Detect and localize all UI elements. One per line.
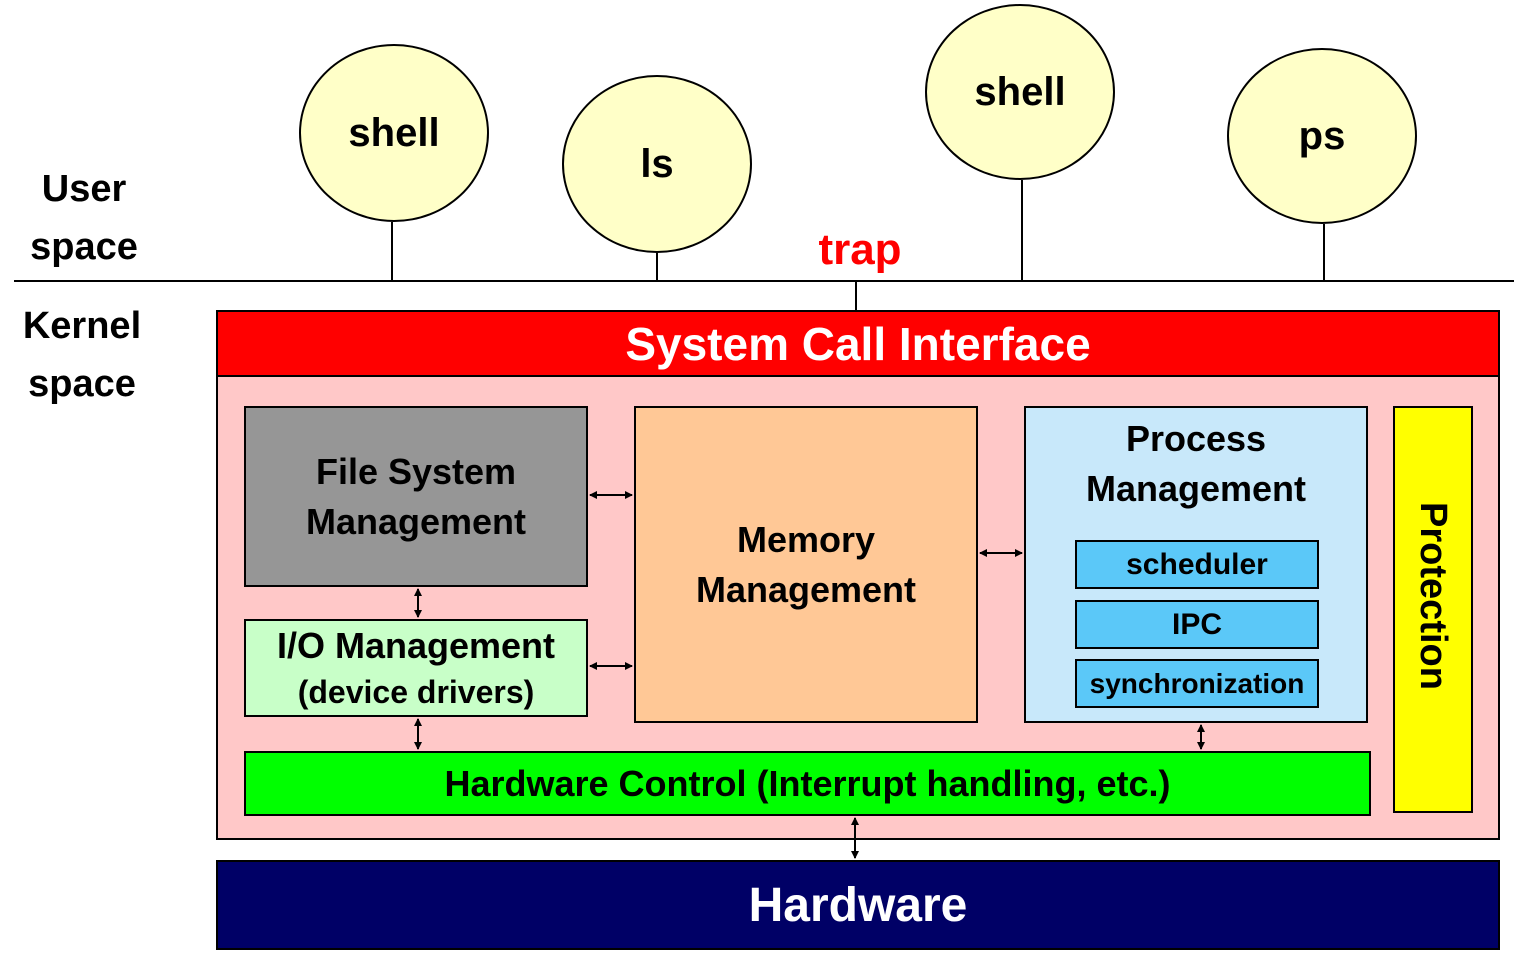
file-system-management: File System Management	[244, 406, 588, 587]
stem-shell-2	[1021, 180, 1023, 282]
stem-shell-1	[391, 222, 393, 282]
user-space-label: User space	[30, 168, 138, 268]
hardware: Hardware	[216, 860, 1500, 950]
scheduler-box: scheduler	[1075, 540, 1319, 589]
process-shell-2: shell	[925, 4, 1115, 180]
process-ps: ps	[1227, 48, 1417, 224]
ipc-box: IPC	[1075, 600, 1319, 649]
memory-management: Memory Management	[634, 406, 978, 723]
trap-label: trap	[818, 225, 902, 274]
process-ls: ls	[562, 75, 752, 253]
stem-ps	[1323, 224, 1325, 282]
trap-line	[855, 282, 857, 312]
protection-label: Protection	[1412, 502, 1454, 690]
process-shell-1: shell	[299, 44, 489, 222]
io-management: I/O Management (device drivers)	[244, 619, 588, 717]
hardware-control: Hardware Control (Interrupt handling, et…	[244, 751, 1371, 816]
protection	[1393, 406, 1473, 813]
kernel-space-label: Kernel space	[22, 305, 142, 405]
space-boundary-line	[14, 280, 1514, 282]
system-call-interface: System Call Interface	[216, 310, 1500, 377]
synchronization-box: synchronization	[1075, 659, 1319, 708]
process-management-label: Process Management	[1085, 418, 1307, 509]
stem-ls	[656, 253, 658, 282]
